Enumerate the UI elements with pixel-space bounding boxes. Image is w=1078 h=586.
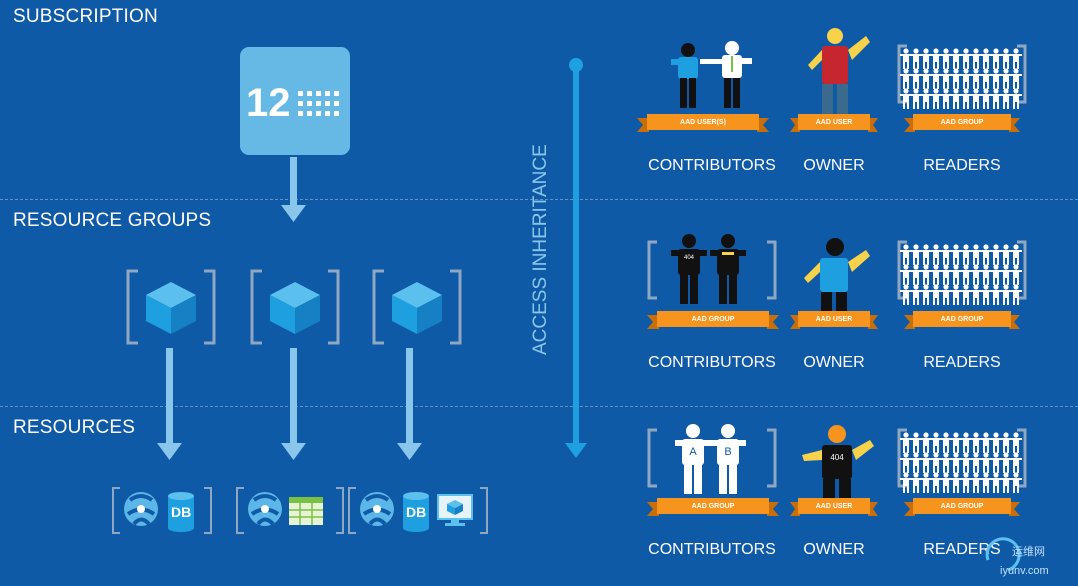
shirt-label-404: 404	[684, 255, 695, 261]
role-label-contributors: CONTRIBUTORS	[648, 541, 776, 558]
divider-1	[0, 199, 1078, 200]
watermark-cn: 运维网	[1012, 546, 1045, 558]
section-title-subscription: SUBSCRIPTION	[13, 6, 158, 27]
ribbon-row3-contributors: AAD GROUP	[692, 503, 735, 510]
role-label-readers: READERS	[923, 541, 1001, 558]
owner-row3-illustration	[802, 425, 874, 499]
shirt-label-b: B	[724, 446, 731, 458]
owner-row2-illustration	[804, 238, 870, 318]
ribbon-row3-readers: AAD GROUP	[941, 503, 984, 510]
role-label-readers: READERS	[923, 157, 1001, 174]
arrow-rg3-down	[406, 348, 413, 443]
ribbon-row1-contributors: AAD USER(S)	[680, 119, 726, 126]
subscription-number: 12	[246, 81, 291, 125]
section-title-resources: RESOURCES	[13, 417, 136, 438]
watermark-en: iyunv.com	[1000, 565, 1049, 577]
database-icon	[403, 492, 429, 532]
database-label: DB	[171, 504, 192, 520]
subscription-icon: 12	[240, 47, 350, 155]
role-label-readers: READERS	[923, 354, 1001, 371]
ribbon-row2-readers: AAD GROUP	[941, 316, 984, 323]
subscription-grid-icon	[298, 91, 339, 116]
resource-group-2	[250, 269, 340, 345]
arrow-rg2-down	[290, 348, 297, 443]
role-label-contributors: CONTRIBUTORS	[648, 354, 776, 371]
owner-shirt-label: 404	[830, 453, 844, 462]
section-title-resource-groups: RESOURCE GROUPS	[13, 210, 212, 231]
contributors-row2-illustration	[647, 234, 777, 304]
web-app-icon	[248, 492, 282, 526]
web-app-icon	[360, 492, 394, 526]
role-label-owner: OWNER	[803, 354, 865, 371]
web-app-icon	[124, 492, 158, 526]
access-inheritance-arrow	[565, 58, 587, 458]
resource-bracket-2	[236, 487, 344, 534]
arrow-rg1-down	[166, 348, 173, 443]
role-label-contributors: CONTRIBUTORS	[648, 157, 776, 174]
table-storage-icon	[289, 497, 323, 525]
ribbon-row1-owner: AAD USER	[816, 119, 853, 126]
database-icon	[168, 492, 194, 532]
resource-bracket-3	[348, 487, 488, 534]
owner-row1-illustration	[808, 28, 870, 122]
ribbon-row3-owner: AAD USER	[816, 503, 853, 510]
ribbon-row2-contributors: AAD GROUP	[692, 316, 735, 323]
shirt-label-a: A	[689, 446, 697, 458]
database-label: DB	[406, 504, 427, 520]
arrow-subscription-head	[281, 205, 306, 222]
divider-2	[0, 406, 1078, 407]
contributors-row1-illustration	[671, 41, 752, 108]
resource-bracket-1	[112, 487, 212, 534]
role-label-owner: OWNER	[803, 541, 865, 558]
ribbon-row2-owner: AAD USER	[816, 316, 853, 323]
role-label-owner: OWNER	[803, 157, 865, 174]
virtual-machine-icon	[437, 494, 473, 526]
resource-group-1	[126, 269, 216, 345]
resource-group-3	[372, 269, 462, 345]
arrow-subscription-down	[290, 157, 297, 205]
ribbon-row1-readers: AAD GROUP	[941, 119, 984, 126]
